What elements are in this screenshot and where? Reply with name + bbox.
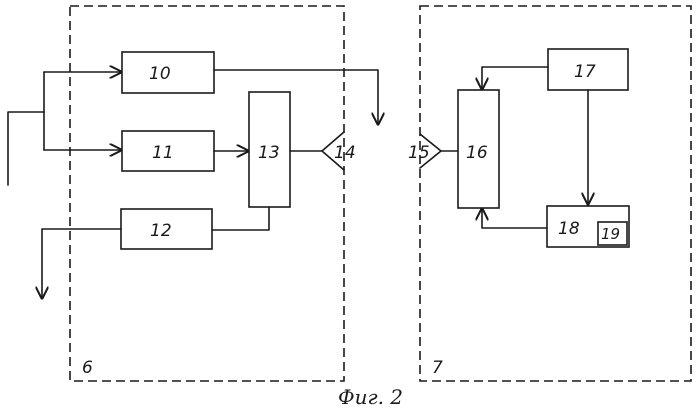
block-10-label: 10 bbox=[149, 64, 171, 84]
block-11-label: 11 bbox=[152, 143, 174, 163]
link-13-to-12 bbox=[212, 207, 269, 230]
block-17-label: 17 bbox=[574, 62, 596, 82]
link-17-to-16 bbox=[482, 67, 548, 89]
figure-caption: Фиг. 2 bbox=[338, 385, 403, 409]
input-line bbox=[8, 112, 44, 185]
link-18-to-16 bbox=[482, 209, 547, 228]
block-16-label: 16 bbox=[466, 143, 488, 163]
link-10-output bbox=[214, 70, 378, 124]
unit-6-label: 6 bbox=[82, 358, 93, 378]
block-13-label: 13 bbox=[258, 143, 280, 163]
block-18-label: 18 bbox=[558, 219, 580, 239]
block-12-label: 12 bbox=[150, 221, 172, 241]
antenna-14-label: 14 bbox=[334, 143, 356, 163]
link-12-output bbox=[42, 229, 121, 298]
unit-7-label: 7 bbox=[432, 358, 443, 378]
block-19-label: 19 bbox=[601, 225, 620, 243]
antenna-15-label: 15 bbox=[408, 143, 430, 163]
